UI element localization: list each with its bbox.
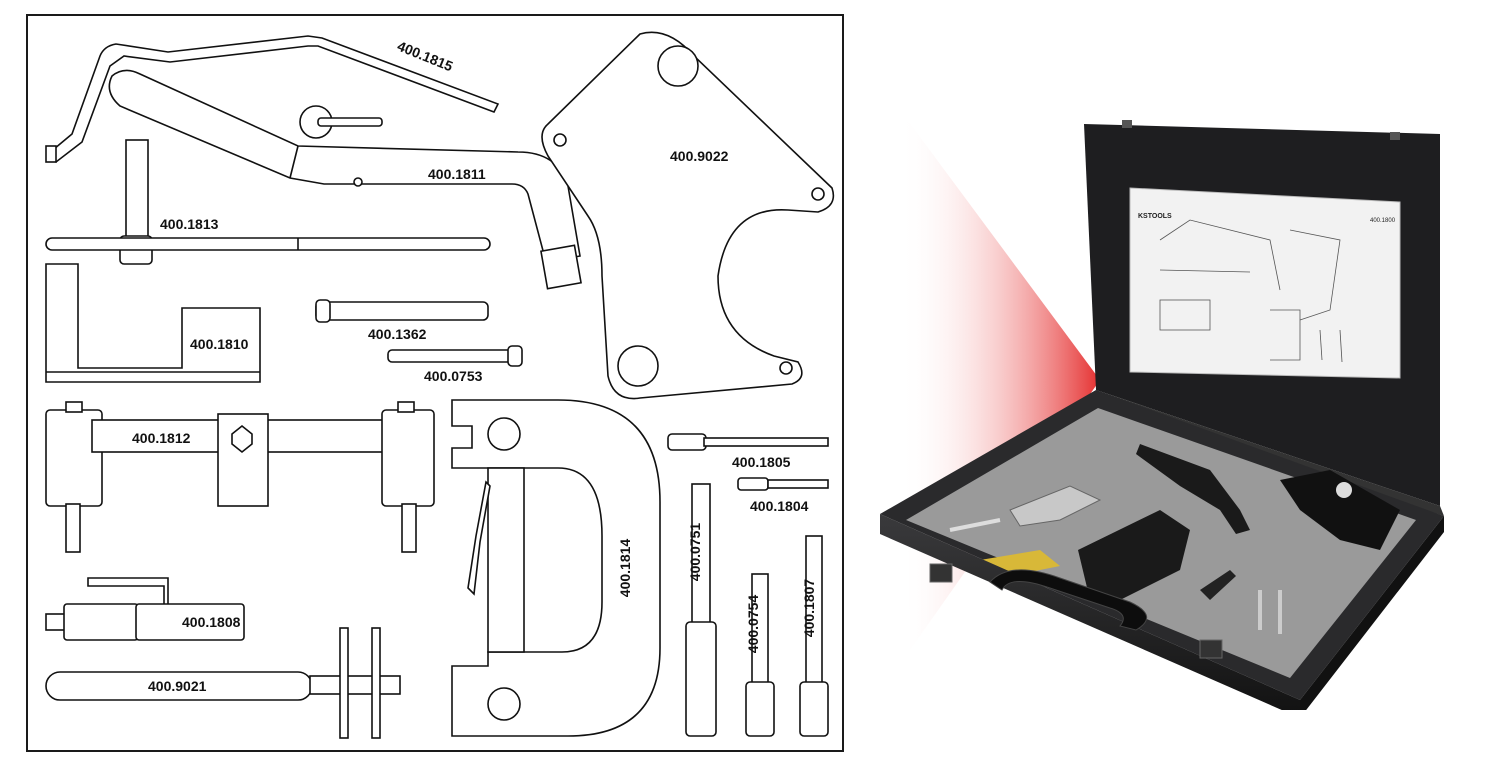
part-0753-bolt [387,349,521,363]
case-handle [989,569,1147,631]
part-9021-tool [45,627,401,739]
part-1804-pin [737,477,769,491]
label-400-1813: 400.1813 [160,216,219,232]
toolbox-illustration: KSTOOLS 400.1800 [880,110,1444,718]
label-400-1805: 400.1805 [732,454,791,470]
label-400-9021: 400.9021 [148,678,207,694]
label-400-0754: 400.0754 [745,594,762,654]
label-400-0751: 400.0751 [687,522,704,582]
label-400-9022: 400.9022 [670,148,729,164]
label-400-1362: 400.1362 [368,326,427,342]
label-400-1812: 400.1812 [132,430,191,446]
lid-sheet-number: 400.1800 [1370,218,1396,224]
label-400-1811: 400.1811 [428,166,486,182]
case-latch-right [1199,639,1223,659]
part-1810-bracket [45,263,261,383]
tool-outline-drawing [45,31,835,739]
part-1362-bolt [315,301,489,321]
lid-sheet-brand: KSTOOLS [1138,213,1172,220]
label-400-1808: 400.1808 [182,614,241,630]
part-1808-tool [45,577,245,641]
part-1813-rod [45,139,491,265]
product-photo: KSTOOLS 400.1800 [860,90,1500,718]
part-1812-crossbar [45,401,435,553]
case-front-side [880,514,1300,718]
part-1814-clamp [451,399,661,737]
part-1805-pin [667,433,707,451]
part-1811-lever [108,69,582,290]
tool-layout-sheet: 400.1815 400.1811 400.9022 400.1813 400.… [26,14,844,752]
part-1815-rod [45,35,500,164]
lid-layout-sheet [1129,187,1401,379]
case-latch-left [929,563,953,583]
label-400-1814: 400.1814 [617,538,634,598]
part-9022-plate [541,31,835,400]
label-400-0753: 400.0753 [424,368,483,384]
hinge [1122,120,1132,128]
hinge [1390,132,1400,140]
label-400-1810: 400.1810 [190,336,249,352]
label-400-1807: 400.1807 [801,578,818,638]
label-400-1804: 400.1804 [750,498,809,514]
